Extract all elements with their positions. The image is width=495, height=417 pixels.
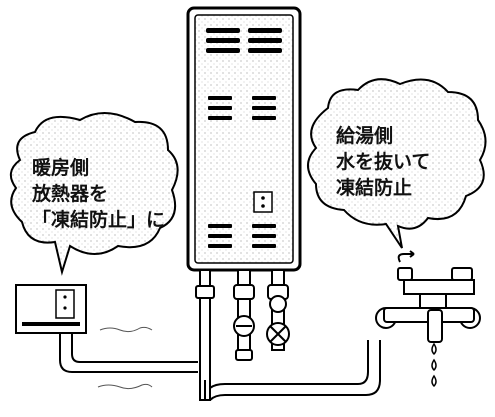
water-heater-unit: [186, 6, 302, 272]
hot-water-bubble-text: 給湯側 水を抜いて 凍結防止: [336, 123, 430, 201]
heating-bubble-line-1: 暖房側: [32, 157, 90, 179]
supply-pipe: [204, 340, 381, 401]
hot-water-bubble-line-3: 凍結防止: [336, 177, 413, 199]
hot-water-bubble-shape: [307, 78, 487, 249]
heating-pipes: [59, 320, 198, 373]
floor-marks: [97, 326, 153, 390]
pipe-assembly: [195, 269, 290, 401]
radiator: [15, 284, 87, 334]
heating-bubble-line-2: 放熱器を: [32, 183, 109, 205]
faucet: [375, 250, 481, 343]
hot-water-bubble-line-1: 給湯側: [336, 125, 394, 147]
control-panel: [253, 191, 273, 213]
heating-bubble-shape: [9, 112, 179, 276]
lower-vents: [208, 224, 276, 248]
water-drops: [431, 342, 437, 388]
middle-vents: [208, 96, 276, 120]
top-vents: [206, 28, 282, 53]
heating-bubble-text: 暖房側 放熱器を 「凍結防止」に: [32, 155, 165, 233]
hot-water-bubble-line-2: 水を抜いて: [336, 151, 431, 173]
heating-bubble-line-3: 「凍結防止」に: [32, 209, 166, 231]
